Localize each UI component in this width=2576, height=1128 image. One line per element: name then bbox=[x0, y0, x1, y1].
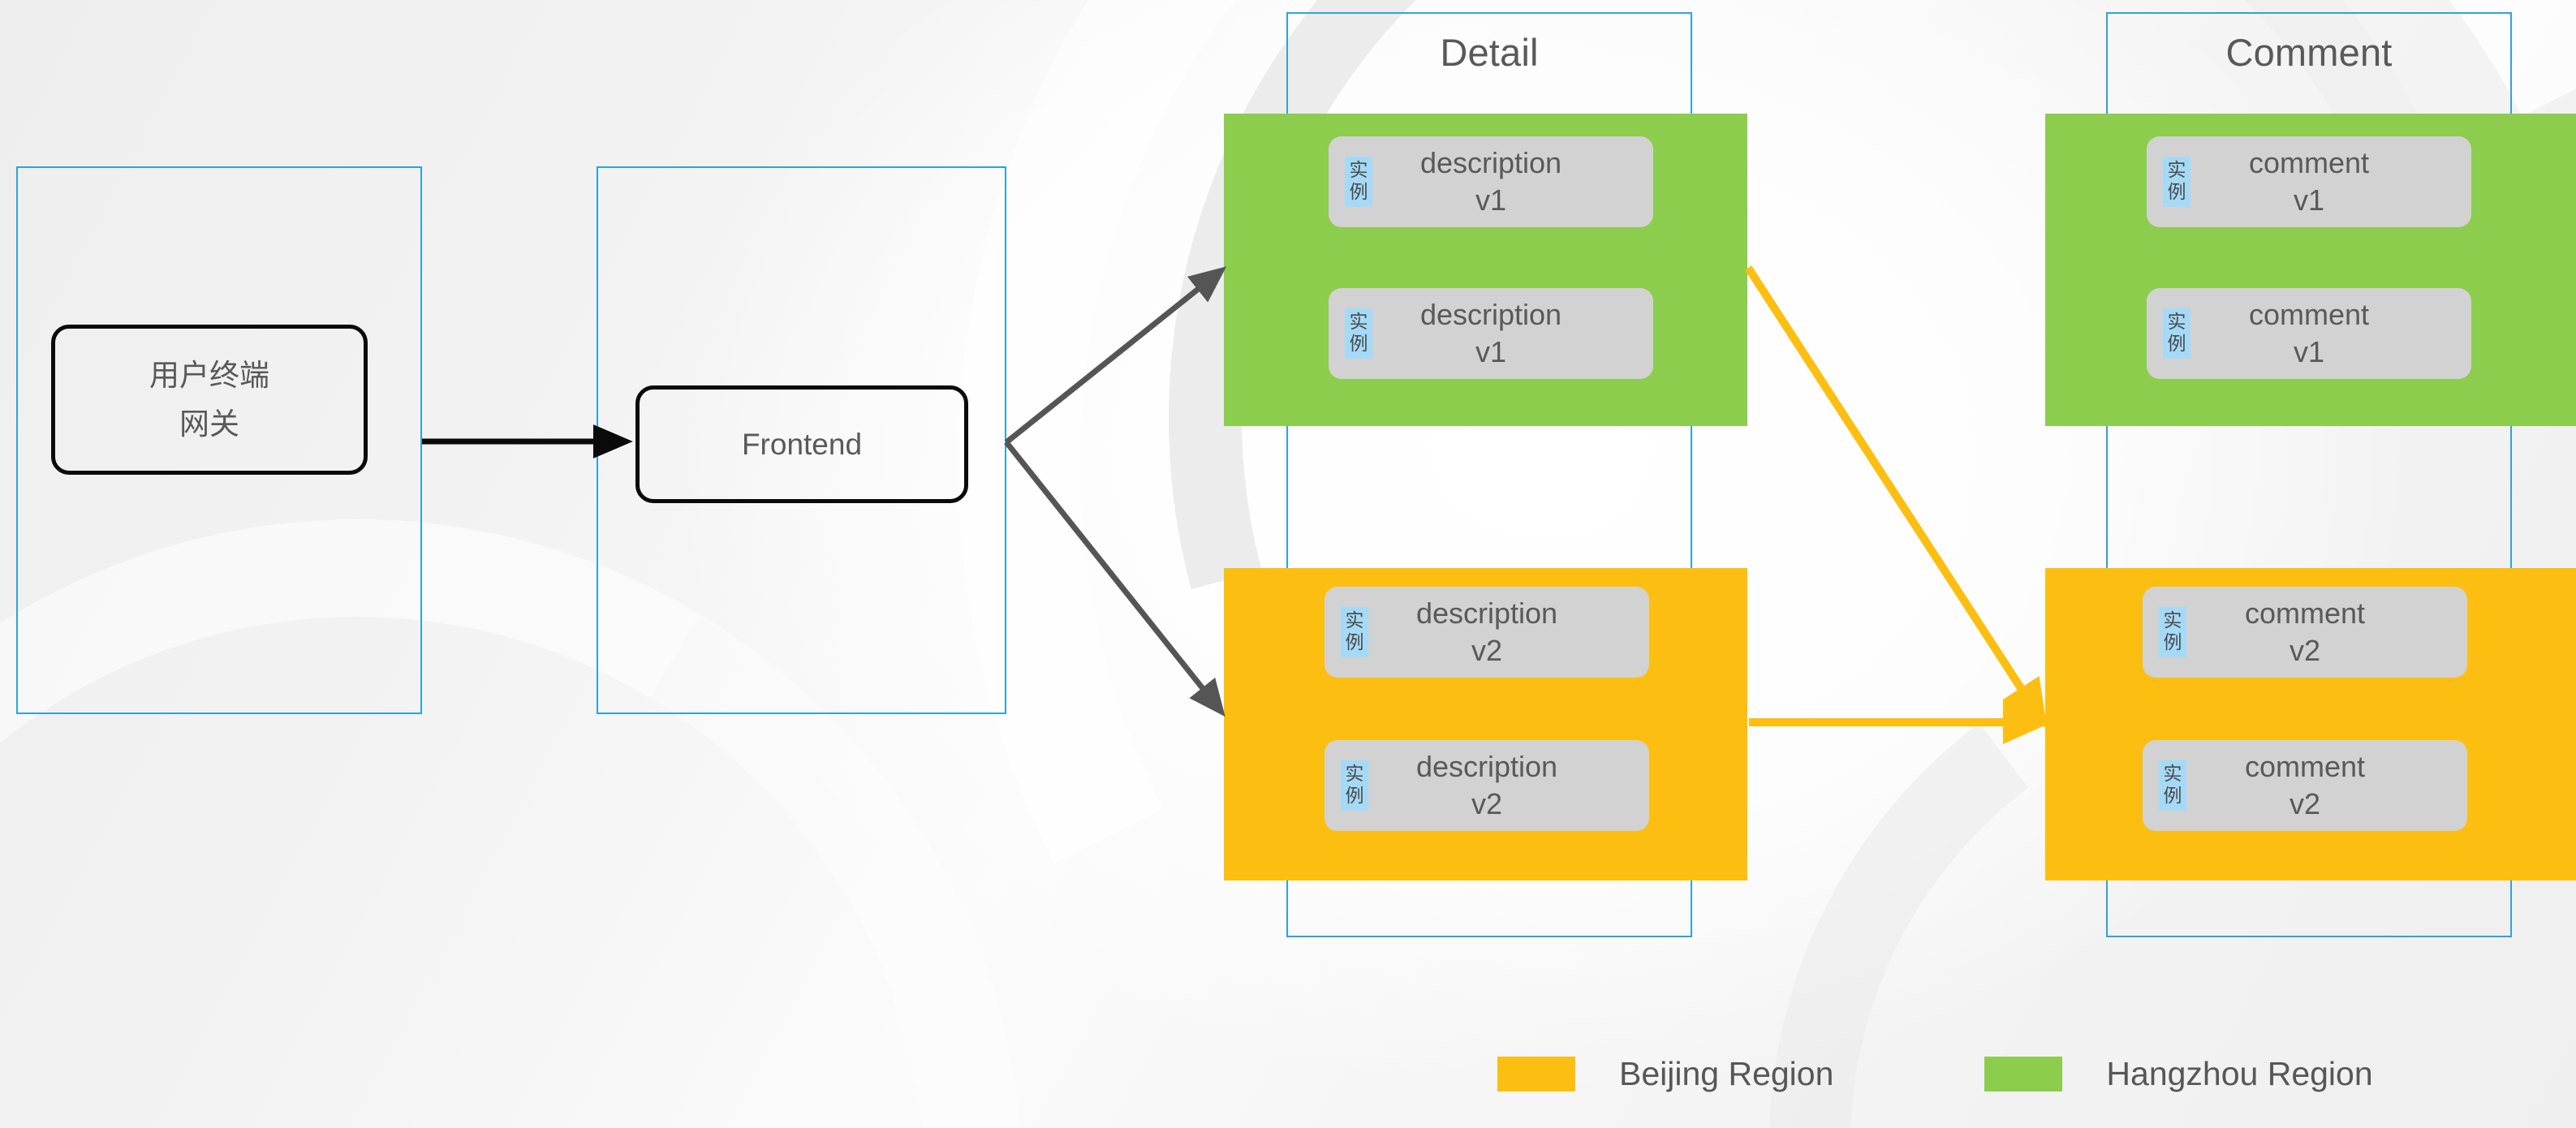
instance-badge-char-1: 实 bbox=[1349, 159, 1368, 181]
instance-badge-char-2: 例 bbox=[1349, 181, 1368, 203]
instance-badge-char-2: 例 bbox=[2163, 631, 2182, 653]
instance-card-label: description v2 bbox=[1415, 596, 1558, 667]
instance-badge-char-2: 例 bbox=[1349, 333, 1368, 355]
instance-card-label: description v2 bbox=[1415, 749, 1558, 820]
instance-badge-char-2: 例 bbox=[1345, 631, 1364, 653]
detail-service-title: Detail bbox=[1440, 31, 1539, 74]
user-terminal-label: 用户终端 bbox=[149, 358, 269, 392]
instance-badge: 实 例 bbox=[1345, 308, 1372, 359]
comment-beijing-instance-card-1[interactable]: 实 例 comment v2 bbox=[2143, 587, 2467, 678]
instance-badge-char-2: 例 bbox=[1345, 785, 1364, 807]
user-terminal-gateway-node[interactable]: 用户终端 网关 bbox=[51, 325, 368, 475]
instance-card-label: description v1 bbox=[1419, 145, 1562, 217]
legend-swatch-hangzhou-icon bbox=[1984, 1057, 2063, 1091]
frontend-node[interactable]: Frontend bbox=[635, 385, 968, 503]
legend-label-hangzhou: Hangzhou Region bbox=[2106, 1055, 2373, 1092]
instance-badge: 实 例 bbox=[2159, 606, 2186, 658]
instance-badge-char-1: 实 bbox=[1345, 609, 1364, 631]
gateway-label: 网关 bbox=[179, 407, 239, 441]
legend-label-beijing: Beijing Region bbox=[1619, 1055, 1834, 1092]
arrow-detail-hangzhou-to-comment-beijing bbox=[1744, 265, 2048, 730]
region-legend: Beijing Region Hangzhou Region bbox=[1497, 1055, 2373, 1093]
comment-beijing-instance-card-2[interactable]: 实 例 comment v2 bbox=[2143, 740, 2467, 831]
detail-beijing-instance-card-1[interactable]: 实 例 description v2 bbox=[1325, 587, 1649, 678]
instance-card-label: comment v1 bbox=[2248, 297, 2370, 368]
instance-badge: 实 例 bbox=[2159, 760, 2186, 812]
instance-badge-char-2: 例 bbox=[2167, 333, 2186, 355]
frontend-label: Frontend bbox=[741, 427, 863, 461]
comment-service-title: Comment bbox=[2225, 31, 2393, 74]
client-zone-container bbox=[16, 166, 422, 714]
arrow-frontend-to-detail-hangzhou bbox=[1004, 266, 1227, 445]
instance-badge: 实 例 bbox=[1341, 606, 1368, 658]
instance-badge-char-1: 实 bbox=[2163, 763, 2182, 785]
instance-card-label: comment v1 bbox=[2248, 145, 2370, 217]
comment-hangzhou-instance-card-1[interactable]: 实 例 comment v1 bbox=[2147, 136, 2471, 227]
instance-badge-char-2: 例 bbox=[2167, 181, 2186, 203]
instance-badge-char-1: 实 bbox=[2167, 159, 2186, 181]
legend-swatch-beijing-icon bbox=[1497, 1057, 1575, 1091]
comment-hangzhou-instance-card-2[interactable]: 实 例 comment v1 bbox=[2147, 288, 2471, 379]
instance-badge-char-1: 实 bbox=[1345, 763, 1364, 785]
instance-badge-char-2: 例 bbox=[2163, 785, 2182, 807]
instance-card-label: comment v2 bbox=[2244, 596, 2366, 667]
arrow-frontend-to-detail-beijing bbox=[1004, 440, 1226, 717]
legend-item-beijing: Beijing Region bbox=[1497, 1055, 1833, 1093]
instance-badge: 实 例 bbox=[2163, 156, 2190, 208]
detail-service-container bbox=[1286, 12, 1692, 937]
instance-badge-char-1: 实 bbox=[2167, 311, 2186, 333]
detail-hangzhou-instance-card-1[interactable]: 实 例 description v1 bbox=[1329, 136, 1653, 227]
comment-service-container bbox=[2106, 12, 2512, 937]
detail-beijing-instance-card-2[interactable]: 实 例 description v2 bbox=[1325, 740, 1649, 831]
instance-badge: 实 例 bbox=[2163, 308, 2190, 359]
instance-badge-char-1: 实 bbox=[1349, 311, 1368, 333]
instance-card-label: description v1 bbox=[1419, 297, 1562, 368]
instance-badge: 实 例 bbox=[1341, 760, 1368, 812]
instance-badge-char-1: 实 bbox=[2163, 609, 2182, 631]
instance-badge: 实 例 bbox=[1345, 156, 1372, 208]
instance-card-label: comment v2 bbox=[2244, 749, 2366, 820]
detail-hangzhou-instance-card-2[interactable]: 实 例 description v1 bbox=[1329, 288, 1653, 379]
legend-item-hangzhou: Hangzhou Region bbox=[1984, 1055, 2373, 1093]
